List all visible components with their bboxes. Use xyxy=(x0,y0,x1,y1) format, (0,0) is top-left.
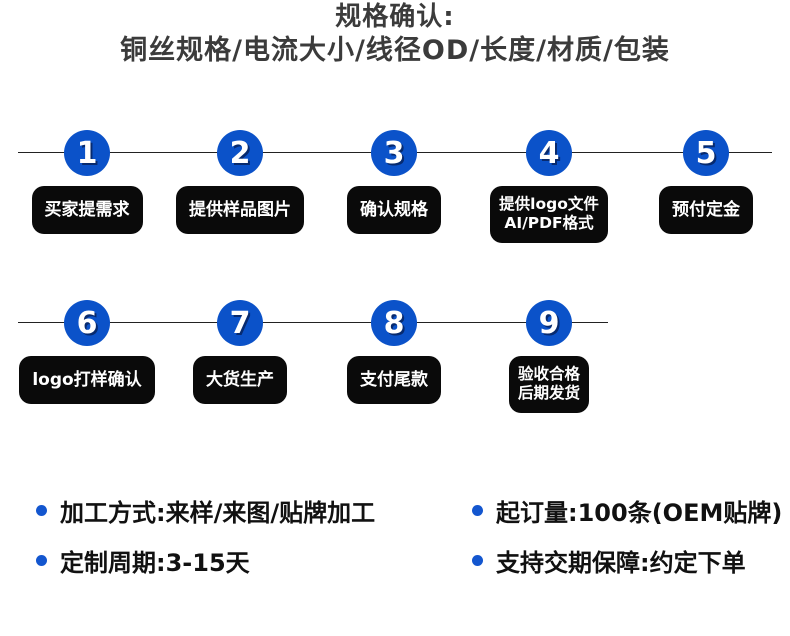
note-customization-cycle: 定制周期:3-15天 xyxy=(36,543,250,578)
flow-step-5: 5 预付定金 xyxy=(626,130,786,235)
step-number-badge: 8 xyxy=(371,300,417,346)
title-spec-confirmation: 规格确认: xyxy=(335,2,455,32)
flow-step-2: 2 提供样品图片 xyxy=(160,130,320,235)
step-number-badge: 5 xyxy=(683,130,729,176)
step-label-box: 支付尾款 xyxy=(347,356,441,405)
step-label: 验收合格 xyxy=(517,365,580,383)
step-label-box: logo打样确认 xyxy=(19,356,155,405)
step-number-badge: 6 xyxy=(64,300,110,346)
bullet-dot-icon xyxy=(472,555,483,566)
note-text: 支持交期保障:约定下单 xyxy=(496,549,746,577)
step-label-box: 大货生产 xyxy=(193,356,287,405)
title-spec-items: 铜丝规格/电流大小/线径OD/长度/材质/包装 xyxy=(120,35,670,67)
note-text: 定制周期:3-15天 xyxy=(60,549,250,577)
step-number-badge: 3 xyxy=(371,130,417,176)
note-delivery-guarantee: 支持交期保障:约定下单 xyxy=(472,543,746,578)
flow-step-8: 8 支付尾款 xyxy=(314,300,474,405)
note-text: 加工方式:来样/来图/贴牌加工 xyxy=(60,499,376,527)
flow-step-7: 7 大货生产 xyxy=(160,300,320,405)
flow-step-1: 1 买家提需求 xyxy=(7,130,167,235)
note-min-order-quantity: 起订量:100条(OEM贴牌) xyxy=(472,493,782,528)
flow-step-9: 9 验收合格后期发货 xyxy=(469,300,629,413)
step-label: 大货生产 xyxy=(206,370,274,390)
step-label: 提供logo文件 xyxy=(499,195,599,213)
page-title: 规格确认: 铜丝规格/电流大小/线径OD/长度/材质/包装 xyxy=(0,0,790,68)
bullet-dot-icon xyxy=(36,505,47,516)
step-number-badge: 9 xyxy=(526,300,572,346)
step-label: logo打样确认 xyxy=(32,370,142,390)
bullet-dot-icon xyxy=(472,505,483,516)
flow-line-row2 xyxy=(18,322,608,323)
step-label-line2: 后期发货 xyxy=(517,384,580,403)
step-label: 确认规格 xyxy=(360,200,428,220)
step-label-box: 验收合格后期发货 xyxy=(508,356,589,413)
step-label-box: 提供样品图片 xyxy=(176,186,304,235)
step-label: 提供样品图片 xyxy=(189,200,291,220)
step-label-box: 预付定金 xyxy=(659,186,753,235)
note-text: 起订量:100条(OEM贴牌) xyxy=(496,499,783,527)
step-label-line2: AI/PDF格式 xyxy=(504,214,594,233)
bullet-dot-icon xyxy=(36,555,47,566)
step-number-badge: 4 xyxy=(526,130,572,176)
flow-step-6: 6 logo打样确认 xyxy=(7,300,167,405)
step-number-badge: 1 xyxy=(64,130,110,176)
note-processing-method: 加工方式:来样/来图/贴牌加工 xyxy=(36,493,375,528)
step-number-badge: 2 xyxy=(217,130,263,176)
step-number-badge: 7 xyxy=(217,300,263,346)
step-label: 买家提需求 xyxy=(44,200,130,220)
flow-step-3: 3 确认规格 xyxy=(314,130,474,235)
step-label-box: 买家提需求 xyxy=(31,186,143,235)
step-label: 支付尾款 xyxy=(360,370,428,390)
step-label: 预付定金 xyxy=(672,200,740,220)
step-label-box: 确认规格 xyxy=(347,186,441,235)
